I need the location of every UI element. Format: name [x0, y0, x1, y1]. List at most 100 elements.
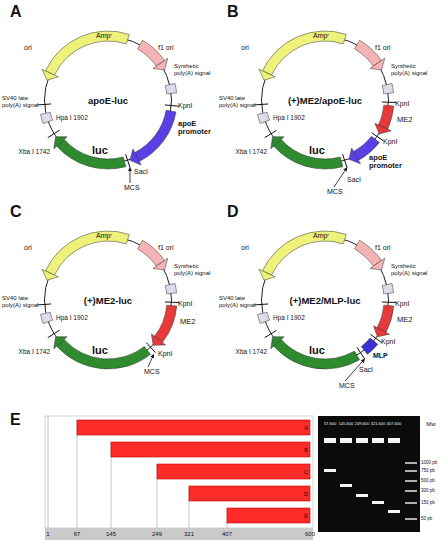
- feature-label: Ampʳ: [96, 32, 112, 40]
- feature-label: Ampʳ: [313, 32, 329, 40]
- plasmid-name: (+)ME2/apoE-luc: [288, 95, 362, 106]
- feature-arc: [165, 83, 176, 94]
- feature-arc: [45, 231, 129, 275]
- arrow-head: [374, 326, 390, 337]
- site-tick: [146, 342, 155, 352]
- feature-label: f1 ori: [375, 44, 391, 52]
- feature-label: Synthetic poly(A) signal: [174, 63, 218, 76]
- fragment-bar: [157, 464, 310, 479]
- gel-band: [372, 438, 384, 443]
- ladder-band: [405, 518, 417, 520]
- feature-label: Hpa I 1902: [273, 114, 305, 121]
- feature-label: KpnI: [158, 350, 172, 358]
- arrow-head: [349, 148, 360, 164]
- feature-label: C: [304, 468, 308, 475]
- feature-label: D: [304, 490, 308, 497]
- feature-label: SV40 late poly(A) signal: [219, 95, 261, 108]
- feature-label: SacI: [134, 168, 148, 176]
- site-tick: [126, 154, 130, 167]
- feature-label: A: [304, 424, 308, 431]
- feature-label: ME2: [180, 318, 195, 326]
- gel-band: [388, 510, 400, 513]
- gel-label: 321.600: [371, 422, 385, 426]
- feature-label: MCS: [124, 184, 140, 192]
- feature-label: SacI: [359, 366, 373, 374]
- gel: [318, 416, 420, 532]
- site-tick: [37, 103, 51, 105]
- feature-label: Hpa I 1902: [56, 114, 88, 121]
- ladder-band: [405, 480, 417, 482]
- feature-label: Ampʳ: [313, 232, 329, 240]
- feature-arc: [274, 139, 343, 169]
- arrow-head: [271, 137, 284, 149]
- feature-arc: [274, 339, 360, 369]
- feature-label: KpnI: [395, 300, 409, 308]
- plasmid-name: (+)ME2-luc: [84, 295, 132, 306]
- arrow-head: [153, 258, 168, 270]
- feature-label: 1: [46, 531, 49, 538]
- arrow-head: [370, 258, 385, 270]
- gel-band: [356, 438, 368, 443]
- feature-arc: [135, 110, 176, 161]
- feature-label: 249: [152, 531, 162, 538]
- feature-arc: [41, 312, 53, 323]
- gel-band: [324, 469, 336, 472]
- feature-arc: [45, 31, 129, 75]
- feature-arc: [57, 339, 151, 369]
- fragment-bar: [111, 442, 310, 457]
- feature-arc: [378, 105, 393, 129]
- site-tick: [48, 130, 60, 137]
- gel-image: [318, 416, 420, 532]
- arrow-head: [54, 337, 67, 349]
- site-tick: [165, 301, 179, 302]
- panel-letter: D: [227, 203, 239, 221]
- mcs-pointer: [129, 168, 130, 183]
- feature-label: ori: [241, 244, 249, 252]
- feature-label: KpnI: [395, 100, 409, 108]
- ruler: [45, 528, 313, 540]
- feature-arc: [355, 240, 382, 266]
- site-tick: [37, 303, 51, 305]
- site-tick: [371, 334, 382, 342]
- plasmid-features: [37, 231, 179, 369]
- plasmid-features: [254, 231, 396, 381]
- fragment-bar: [227, 508, 310, 523]
- mcs-pointer: [334, 168, 347, 187]
- feature-label: ori: [241, 44, 249, 52]
- feature-label: SV40 late poly(A) signal: [2, 95, 44, 108]
- feature-arc: [138, 240, 165, 266]
- site-tick: [382, 101, 396, 102]
- gel-band: [372, 501, 384, 504]
- ladder-band: [405, 462, 417, 464]
- feature-label: 321: [184, 531, 194, 538]
- gel-band: [340, 438, 352, 443]
- feature-label: luc: [309, 344, 325, 356]
- feature-label: apoE promoter: [369, 154, 409, 171]
- fragment-bar: [189, 486, 310, 501]
- deletion-map: [45, 416, 313, 540]
- feature-label: 600: [305, 531, 315, 538]
- arrow-head: [42, 269, 58, 280]
- gel-label: 300 pb: [421, 489, 435, 494]
- feature-label: Xba I 1742: [19, 148, 50, 155]
- feature-label: MCS: [339, 382, 355, 390]
- feature-label: ME2: [397, 116, 412, 124]
- feature-label: Xba I 1742: [236, 348, 267, 355]
- feature-label: 67: [74, 531, 81, 538]
- feature-arc: [258, 112, 270, 123]
- band-group: [324, 438, 400, 513]
- feature-label: Synthetic poly(A) signal: [174, 263, 218, 276]
- feature-label: KpnI: [178, 102, 192, 110]
- gel-band: [356, 494, 368, 497]
- gel-label: 50 pb: [421, 517, 432, 522]
- site-tick: [343, 154, 347, 167]
- feature-arc: [258, 312, 270, 323]
- gel-label: 57.600: [324, 422, 336, 426]
- feature-label: MCS: [144, 368, 160, 376]
- arrow-head: [130, 149, 141, 165]
- feature-label: Mw: [426, 421, 435, 428]
- guide-line: [48, 416, 49, 528]
